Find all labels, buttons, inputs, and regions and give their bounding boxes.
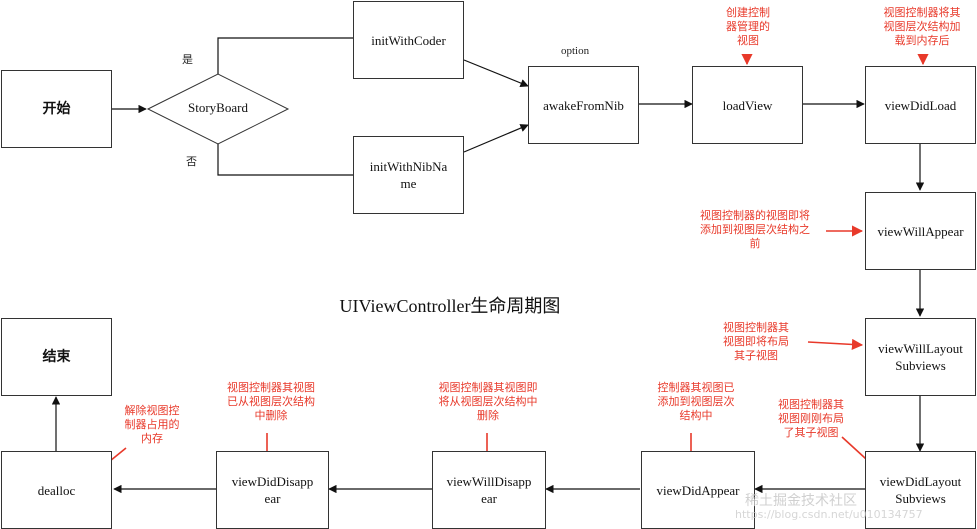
node-dealloc-label: dealloc — [37, 482, 76, 498]
note-view-will-layout: 视图控制器其 视图即将布局 其子视图 — [723, 321, 789, 362]
storyboard-decision-diamond — [146, 73, 290, 145]
decision-label: StoryBoard — [188, 100, 248, 115]
node-init-with-coder: initWithCoder — [353, 1, 464, 79]
arrow-coder-to-awake — [463, 59, 529, 88]
node-load-view-label: loadView — [722, 97, 773, 113]
node-view-will-appear: viewWillAppear — [865, 192, 976, 270]
decision-yes-label: 是 — [182, 53, 193, 66]
node-view-did-layout-subviews: viewDidLayout Subviews — [865, 451, 976, 529]
node-start-label: 开始 — [42, 100, 71, 117]
node-start: 开始 — [1, 70, 112, 148]
note-view-did-appear: 控制器其视图已 添加到视图层次 结构中 — [657, 381, 735, 422]
line-decision-yes — [217, 37, 353, 74]
node-view-did-layout-subviews-label: viewDidLayout Subviews — [879, 474, 962, 506]
watermark: 稀土掘金技术社区 — [745, 493, 857, 509]
node-view-will-disappear: viewWillDisapp ear — [432, 451, 546, 529]
note-view-will-appear: 视图控制器的视图即将 添加到视图层次结构之 前 — [700, 209, 810, 250]
decision-no-label: 否 — [186, 155, 197, 168]
note-dealloc: 解除视图控 制器占用的 内存 — [124, 404, 180, 445]
node-view-did-load-label: viewDidLoad — [884, 97, 957, 113]
node-end: 结束 — [1, 318, 112, 396]
node-awake-from-nib-label: awakeFromNib — [543, 97, 624, 113]
node-awake-from-nib: awakeFromNib — [528, 66, 639, 144]
node-dealloc: dealloc — [1, 451, 112, 529]
node-load-view: loadView — [692, 66, 803, 144]
node-view-will-disappear-label: viewWillDisapp ear — [446, 474, 532, 506]
note-pointer-willlayout — [807, 338, 864, 351]
watermark-url: https://blog.csdn.net/u010134757 — [735, 508, 923, 521]
node-init-with-nib-name: initWithNibNa me — [353, 136, 464, 214]
node-view-will-layout-subviews-label: viewWillLayout Subviews — [878, 341, 963, 373]
node-end-label: 结束 — [42, 348, 71, 365]
note-view-did-disappear: 视图控制器其视图 已从视图层次结构 中删除 — [227, 381, 315, 422]
note-view-did-layout: 视图控制器其 视图刚刚布局 了其子视图 — [778, 398, 844, 439]
node-view-did-appear-label: viewDidAppear — [656, 482, 740, 498]
node-view-will-appear-label: viewWillAppear — [877, 223, 964, 239]
note-view-did-load: 视图控制器将其 视图层次结构加 载到内存后 — [883, 6, 961, 47]
node-view-did-disappear: viewDidDisapp ear — [216, 451, 329, 529]
node-view-did-appear: viewDidAppear — [641, 451, 755, 529]
option-label: option — [561, 45, 590, 57]
line-decision-no — [217, 144, 353, 176]
node-view-did-disappear-label: viewDidDisapp ear — [231, 474, 314, 506]
node-view-will-layout-subviews: viewWillLayout Subviews — [865, 318, 976, 396]
node-view-did-load: viewDidLoad — [865, 66, 976, 144]
note-view-will-disappear: 视图控制器其视图即 将从视图层次结构中 删除 — [438, 381, 538, 422]
arrow-nib-to-awake — [463, 124, 529, 153]
note-load-view: 创建控制 器管理的 视图 — [726, 6, 770, 47]
diagram-title: UIViewController生命周期图 — [339, 296, 561, 316]
node-init-with-nib-name-label: initWithNibNa me — [369, 159, 448, 191]
node-init-with-coder-label: initWithCoder — [371, 32, 446, 48]
